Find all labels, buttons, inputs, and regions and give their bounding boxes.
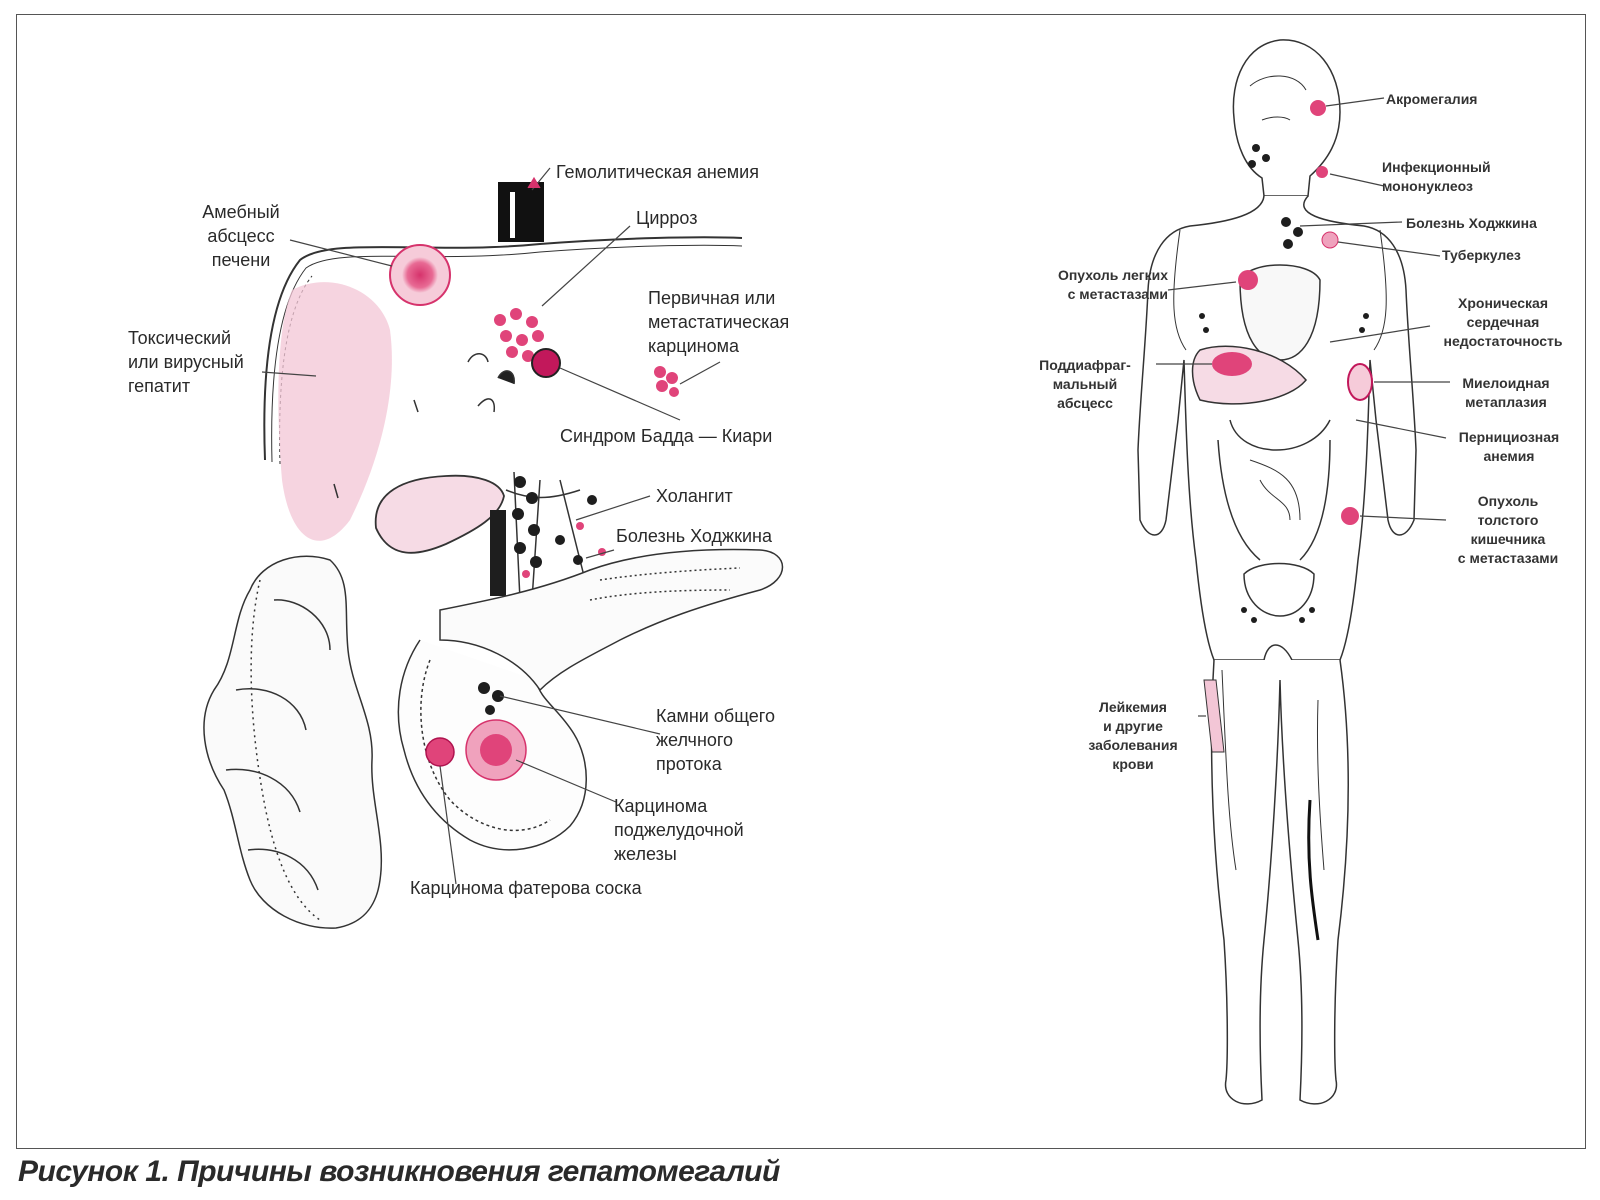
label-amoebic-abscess: Амебный абсцесс печени xyxy=(202,202,280,270)
hepatitis-zone xyxy=(278,282,392,541)
liver-illustration xyxy=(203,182,784,929)
lung-tumor-lesion xyxy=(1238,270,1258,290)
label-primary-carcinoma: Первичная или метастатическая карцинома xyxy=(648,288,790,356)
label-cirrhosis: Цирроз xyxy=(636,208,698,228)
figure-frame xyxy=(16,14,1586,1149)
lymph-nodes xyxy=(1199,144,1369,623)
gallbladder xyxy=(374,474,505,554)
label-colon-tumor: Опухоль толстого кишечника с метастазами xyxy=(1457,493,1559,566)
bile-stones xyxy=(478,682,504,715)
figure-legs xyxy=(1210,659,1349,1105)
label-heart-failure: Хроническая сердечная недостаточность xyxy=(1443,295,1563,349)
hodgkin-nodes xyxy=(512,476,597,568)
label-hodgkin-body: Болезнь Ходжкина xyxy=(1406,215,1537,231)
label-toxic-hepatitis: Токсический или вирусный гепатит xyxy=(128,328,244,396)
tuberculosis-lesion xyxy=(1321,231,1339,249)
label-cholangitis: Холангит xyxy=(656,486,733,506)
label-lung-tumor: Опухоль легких с метастазами xyxy=(1057,267,1168,302)
human-figure xyxy=(1137,39,1417,1105)
label-hodgkin-liver: Болезнь Ходжкина xyxy=(616,526,772,546)
label-leukemia: Лейкемия и другие заболевания крови xyxy=(1088,699,1178,772)
label-myeloid-metaplasia: Миелоидная метаплазия xyxy=(1462,375,1550,410)
label-budd-chiari: Синдром Бадда — Киари xyxy=(560,426,773,446)
acromegaly-lesion xyxy=(1310,100,1326,116)
label-hemolytic-anemia: Гемолитическая анемия xyxy=(556,162,759,182)
label-pernicious-anemia: Пернициозная анемия xyxy=(1458,429,1560,464)
colon xyxy=(203,555,383,929)
figure-leaders xyxy=(1156,97,1450,717)
label-acromegaly: Акромегалия xyxy=(1386,91,1478,107)
subphrenic-abscess-lesion xyxy=(1212,352,1252,376)
pancreas xyxy=(439,548,784,692)
label-mononucleosis: Инфекционный мононуклеоз xyxy=(1382,159,1491,194)
cirrhosis-nodules xyxy=(494,308,544,362)
spleen-lesion xyxy=(1347,363,1373,401)
carcinoma-nodule xyxy=(654,366,679,397)
figure-lesions xyxy=(1199,100,1373,623)
figure-caption: Рисунок 1. Причины возникновения гепатом… xyxy=(18,1155,780,1188)
figure-torso xyxy=(1137,195,1417,661)
liver-lesions xyxy=(389,244,679,781)
portal-vein xyxy=(490,510,506,596)
hepatic-vein-block xyxy=(498,182,544,242)
label-bile-stones: Камни общего желчного протока xyxy=(656,706,775,774)
label-tuberculosis: Туберкулез xyxy=(1442,247,1521,263)
colon-tumor-lesion xyxy=(1341,507,1359,525)
liver-leaders xyxy=(261,167,721,885)
label-pancreas-carcinoma: Карцинома поджелудочной железы xyxy=(614,796,744,864)
liver-capsule xyxy=(263,236,743,461)
vater-carcinoma-lesion xyxy=(425,737,455,767)
budd-chiari-lesion xyxy=(531,348,561,378)
label-vater-carcinoma: Карцинома фатерова соска xyxy=(410,878,642,898)
mononucleosis-lesion xyxy=(1316,166,1328,178)
label-subphrenic-abscess: Поддиафраг- мальный абсцесс xyxy=(1039,357,1131,411)
